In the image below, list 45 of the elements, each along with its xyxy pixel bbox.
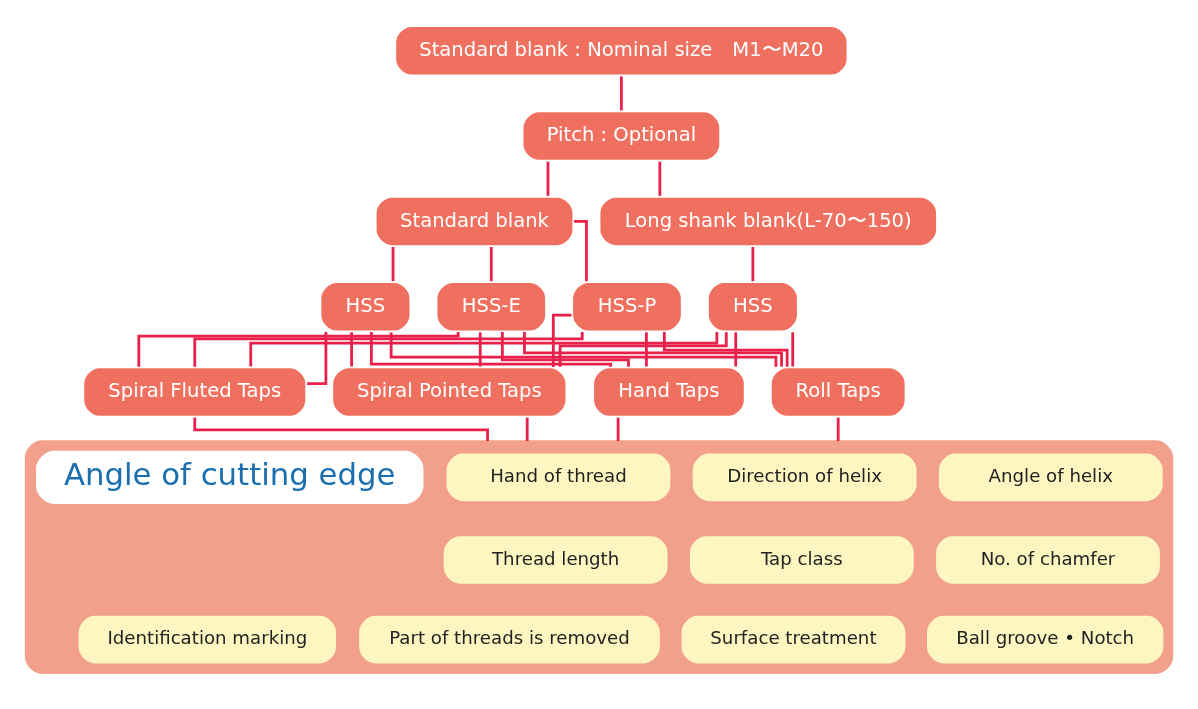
connector xyxy=(389,332,778,367)
connector xyxy=(478,331,482,366)
connector xyxy=(658,161,662,196)
connector xyxy=(137,331,460,367)
connector xyxy=(620,75,623,110)
connector xyxy=(574,219,588,281)
connector xyxy=(751,246,755,281)
connector xyxy=(616,417,620,441)
node-box: Part of threads is removed xyxy=(359,615,660,663)
connector xyxy=(836,417,840,441)
node-box: Angle of helix xyxy=(938,453,1163,501)
node-box: Direction of helix xyxy=(692,453,917,501)
connector xyxy=(645,331,648,366)
connector xyxy=(193,331,584,367)
node-box: Standard blank xyxy=(373,194,576,248)
node-box: Pitch : Optional xyxy=(520,109,723,163)
node-box: Angle of cutting edge xyxy=(36,450,424,504)
node-box: Long shank blank(L-70〜150) xyxy=(597,194,939,248)
connector xyxy=(662,331,789,367)
connector xyxy=(489,246,493,281)
node-box: No. of chamfer xyxy=(936,535,1160,584)
node-box: Surface treatment xyxy=(681,615,906,663)
node-box: Ball groove • Notch xyxy=(927,615,1164,663)
connector xyxy=(500,331,630,367)
connector xyxy=(734,331,738,366)
node-box: Spiral Pointed Taps xyxy=(330,365,569,419)
node-box: Spiral Fluted Taps xyxy=(81,365,309,419)
node-box: Hand Taps xyxy=(591,365,747,419)
connector xyxy=(546,161,550,196)
node-box: Thread length xyxy=(443,535,668,584)
connector xyxy=(791,331,795,366)
connector xyxy=(369,331,612,367)
connector xyxy=(193,416,489,441)
node-box: Hand of thread xyxy=(446,453,671,501)
connector xyxy=(551,313,572,367)
connector xyxy=(525,417,529,441)
connector xyxy=(391,246,395,281)
node-box: Identification marking xyxy=(78,615,337,663)
node-box: Tap class xyxy=(689,535,914,584)
connector xyxy=(558,331,728,367)
cluster xyxy=(24,439,1174,674)
connector xyxy=(350,331,353,366)
node-box: Roll Taps xyxy=(768,365,908,419)
connector xyxy=(249,331,719,366)
connector xyxy=(523,331,783,367)
